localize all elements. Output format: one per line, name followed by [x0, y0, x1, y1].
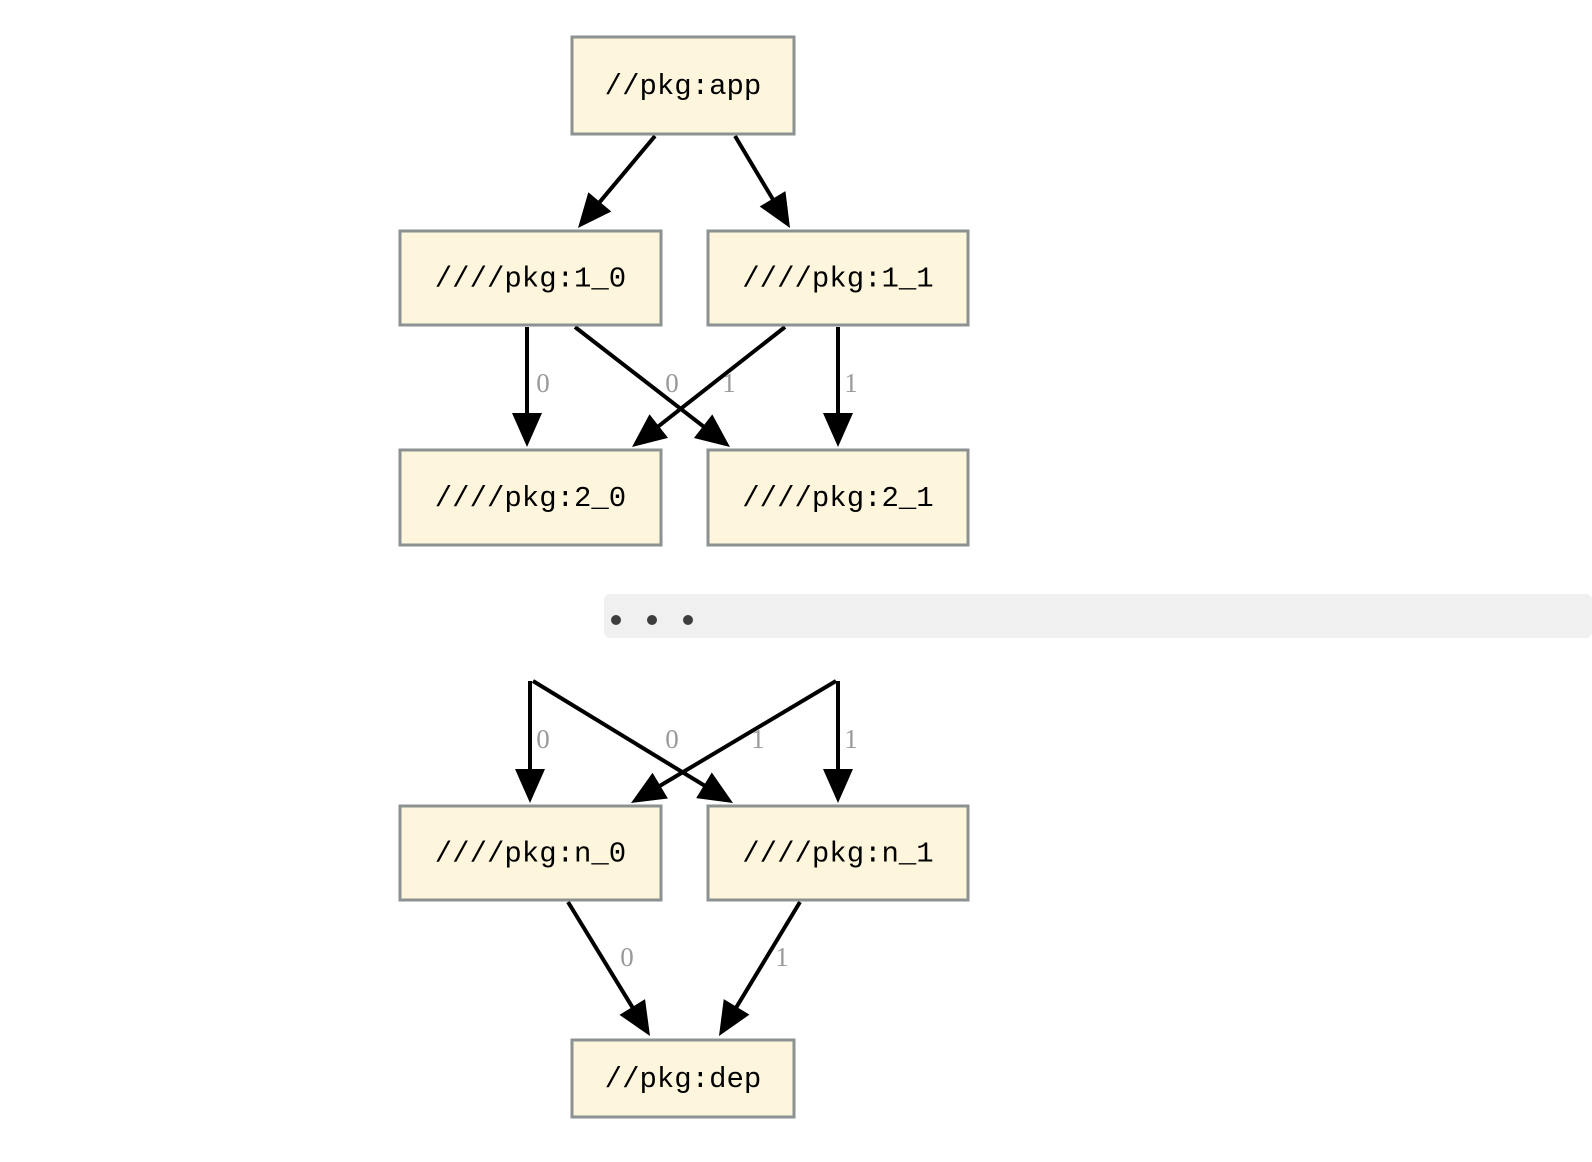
edge-arrowhead — [512, 413, 542, 447]
edge-line — [531, 679, 714, 793]
node-label: ////pkg:2_0 — [435, 482, 626, 515]
graph-edge — [512, 327, 542, 447]
ellipsis-band-layer — [604, 594, 1592, 638]
edge-arrowhead — [696, 772, 733, 803]
edge-arrowhead — [631, 772, 668, 803]
node-label: ////pkg:2_1 — [742, 482, 933, 515]
edge-label: 0 — [665, 724, 679, 754]
edge-arrowhead — [693, 414, 730, 447]
graph-edge — [566, 900, 650, 1036]
nodes-layer: //pkg:app ////pkg:1_0 ////pkg:1_1 ////pkg:2… — [398, 35, 970, 1119]
graph-edge — [719, 900, 802, 1036]
graph-node-dep[interactable]: //pkg:dep — [570, 1038, 796, 1119]
graph-node-l1_1[interactable]: ////pkg:1_1 — [706, 229, 970, 327]
graph-node-l2_1[interactable]: ////pkg:2_1 — [706, 448, 970, 547]
node-box[interactable] — [398, 448, 663, 547]
edge-arrowhead — [823, 413, 853, 447]
graph-edge — [632, 325, 787, 447]
node-box[interactable] — [706, 804, 970, 902]
graph-node-l2_0[interactable]: ////pkg:2_0 — [398, 448, 663, 547]
ellipsis-dot — [611, 615, 621, 625]
edge-arrowhead — [515, 769, 545, 803]
edge-label: 1 — [722, 368, 736, 398]
node-label: ////pkg:n_0 — [435, 838, 626, 871]
graph-edge — [578, 134, 657, 228]
edge-label: 1 — [844, 724, 858, 754]
edge-line — [591, 134, 657, 211]
edge-label: 1 — [844, 368, 858, 398]
edge-arrowhead — [759, 191, 790, 228]
graph-edge — [733, 134, 790, 228]
graph-node-app[interactable]: //pkg:app — [570, 35, 796, 136]
edge-arrowhead — [823, 769, 853, 803]
node-label: //pkg:dep — [605, 1063, 762, 1096]
edge-arrowhead — [632, 414, 669, 447]
node-box[interactable] — [570, 35, 796, 136]
node-label: ////pkg:1_0 — [435, 263, 626, 296]
ellipsis-dot — [647, 615, 657, 625]
edge-arrowhead — [578, 192, 612, 228]
graph-node-ln_1[interactable]: ////pkg:n_1 — [706, 804, 970, 902]
graph-edge — [823, 681, 853, 803]
edge-line — [649, 325, 787, 434]
edge-arrowhead — [619, 999, 650, 1036]
edge-labels-layer: 0 0 1 1 0 0 1 1 0 1 — [536, 368, 858, 972]
edge-label: 0 — [536, 724, 550, 754]
edge-label: 0 — [665, 368, 679, 398]
graph-node-l1_0[interactable]: ////pkg:1_0 — [398, 229, 663, 327]
graph-edge — [531, 679, 733, 803]
edge-label: 0 — [620, 942, 634, 972]
node-label: ////pkg:1_1 — [742, 263, 933, 296]
edge-line — [566, 900, 640, 1017]
edge-arrowhead — [719, 999, 750, 1036]
graph-edge — [515, 681, 545, 803]
node-box[interactable] — [398, 229, 663, 327]
node-label: ////pkg:n_1 — [742, 838, 933, 871]
node-box[interactable] — [570, 1038, 796, 1119]
edge-label: 1 — [775, 942, 789, 972]
graph-edge — [823, 327, 853, 447]
graph-edge — [631, 679, 838, 803]
edge-line — [573, 325, 713, 434]
node-label: //pkg:app — [605, 70, 762, 103]
edge-line — [650, 679, 838, 793]
node-box[interactable] — [706, 448, 970, 547]
edge-line — [729, 900, 802, 1017]
node-box[interactable] — [706, 229, 970, 327]
ellipsis-band — [604, 594, 1592, 638]
graph-node-ln_0[interactable]: ////pkg:n_0 — [398, 804, 663, 902]
graph-edge — [573, 325, 730, 447]
node-box[interactable] — [398, 804, 663, 902]
edge-label: 0 — [536, 368, 550, 398]
edge-line — [733, 134, 780, 209]
edges-layer — [512, 134, 853, 1036]
edge-label: 1 — [751, 724, 765, 754]
ellipsis-dot — [683, 615, 693, 625]
